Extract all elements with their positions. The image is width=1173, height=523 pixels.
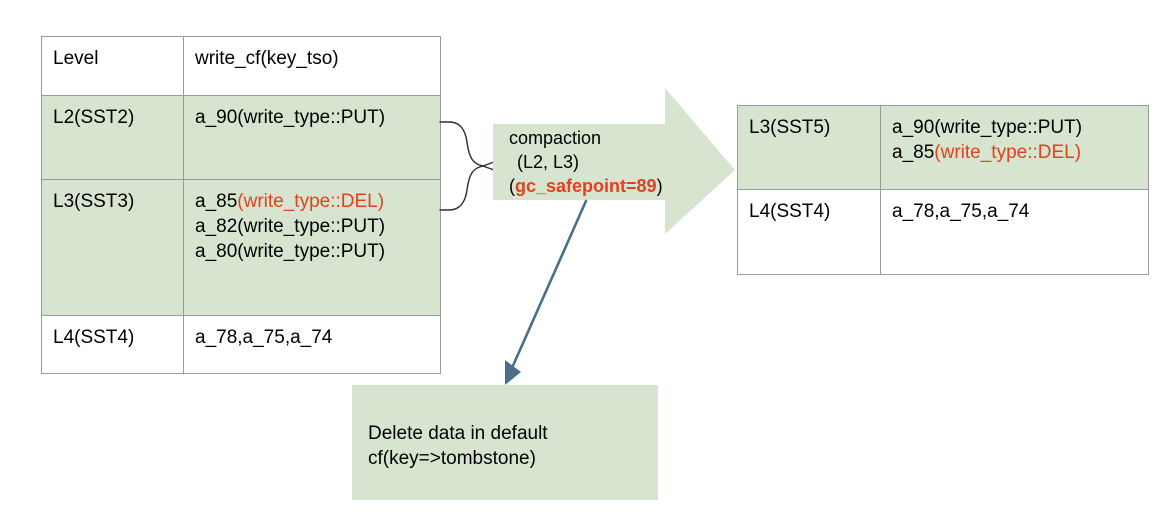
delete-note-box: Delete data in default cf(key=>tombstone… xyxy=(352,385,658,500)
level-cell-l4: L4(SST4) xyxy=(737,189,881,275)
delete-note-text: Delete data in default cf(key=>tombstone… xyxy=(368,421,548,471)
compaction-title: compaction xyxy=(509,128,602,148)
column-header-level: Level xyxy=(41,36,184,96)
entry-type: (write_type::PUT) xyxy=(237,241,386,262)
entry-line: a_85(write_type::DEL) xyxy=(892,140,1138,165)
entry-key: a_85 xyxy=(892,142,935,163)
table-row: L3(SST3) a_85(write_type::DEL) a_82(writ… xyxy=(41,179,441,316)
right-block-arrow-icon xyxy=(493,88,735,234)
entry-key: a_90 xyxy=(195,107,238,128)
column-header-write-cf: write_cf(key_tso) xyxy=(183,36,441,96)
gc-safepoint-value: gc_safepoint=89 xyxy=(515,176,657,196)
entry-type-del: (write_type::DEL) xyxy=(237,191,385,212)
after-compaction-table: L3(SST5) a_90(write_type::PUT) a_85(writ… xyxy=(737,105,1149,275)
entry-line: a_85(write_type::DEL) xyxy=(195,189,430,214)
before-compaction-table: Level write_cf(key_tso) L2(SST2) a_90(wr… xyxy=(41,36,441,374)
compaction-levels: (L2, L3) xyxy=(517,152,580,172)
table-row-header: Level write_cf(key_tso) xyxy=(41,36,441,96)
entry-type-del: (write_type::DEL) xyxy=(934,142,1082,163)
data-cell-l3: a_90(write_type::PUT) a_85(write_type::D… xyxy=(880,105,1149,190)
curly-brace-icon xyxy=(437,118,499,214)
table-row: L4(SST4) a_78,a_75,a_74 xyxy=(737,189,1149,275)
table-row: L2(SST2) a_90(write_type::PUT) xyxy=(41,95,441,180)
compaction-label: compaction (L2, L3) (gc_safepoint=89) xyxy=(509,126,663,198)
delete-note-line-2: cf(key=>tombstone) xyxy=(368,448,536,469)
level-cell-l2: L2(SST2) xyxy=(41,95,184,180)
data-cell-l2: a_90(write_type::PUT) xyxy=(183,95,441,180)
data-cell-l4: a_78,a_75,a_74 xyxy=(183,315,441,374)
table-row: L4(SST4) a_78,a_75,a_74 xyxy=(41,315,441,374)
gc-safepoint-line: (gc_safepoint=89) xyxy=(509,174,663,198)
paren-open: ( xyxy=(509,176,515,196)
entry-line: a_90(write_type::PUT) xyxy=(892,115,1138,140)
paren-close: ) xyxy=(656,176,663,196)
entry-key: a_90 xyxy=(892,117,935,138)
data-cell-l3: a_85(write_type::DEL) a_82(write_type::P… xyxy=(183,179,441,316)
diagonal-arrow-icon xyxy=(495,195,600,390)
entry-key: a_80 xyxy=(195,241,238,262)
level-cell-l3: L3(SST3) xyxy=(41,179,184,316)
entry-line: a_80(write_type::PUT) xyxy=(195,239,430,264)
entry-type: (write_type::PUT) xyxy=(237,107,386,128)
level-cell-l3: L3(SST5) xyxy=(737,105,881,190)
delete-note-line-1: Delete data in default xyxy=(368,423,548,444)
entry-type: (write_type::PUT) xyxy=(237,216,386,237)
entry-line: a_82(write_type::PUT) xyxy=(195,214,430,239)
table-row: L3(SST5) a_90(write_type::PUT) a_85(writ… xyxy=(737,105,1149,190)
entry-line: a_90(write_type::PUT) xyxy=(195,105,430,130)
entry-key: a_82 xyxy=(195,216,238,237)
entry-key: a_85 xyxy=(195,191,238,212)
entry-type: (write_type::PUT) xyxy=(934,117,1083,138)
data-cell-l4: a_78,a_75,a_74 xyxy=(880,189,1149,275)
level-cell-l4: L4(SST4) xyxy=(41,315,184,374)
